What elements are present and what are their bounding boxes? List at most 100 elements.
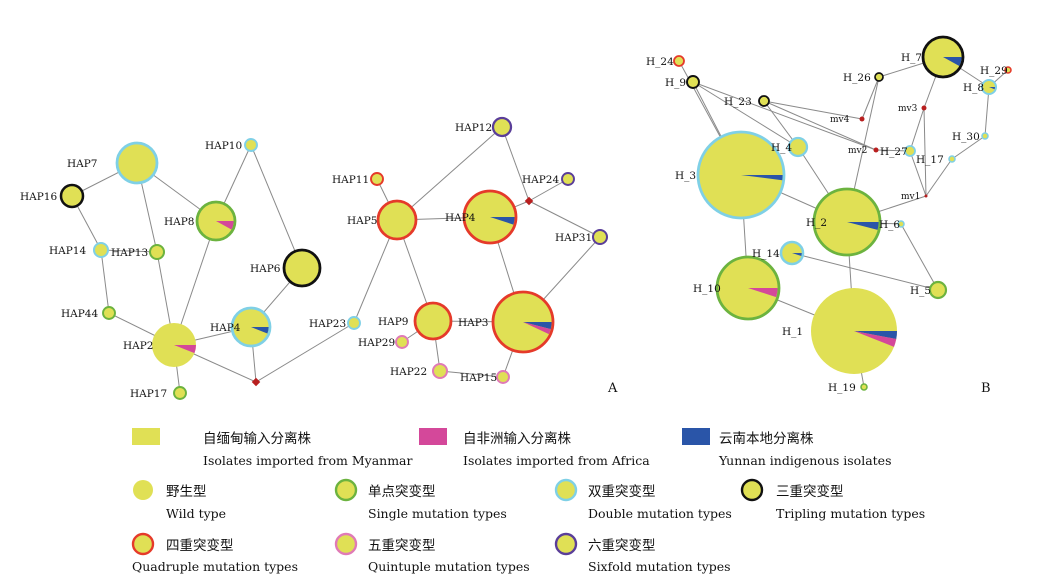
- panel-b-edge-h_23-mv4: [763, 100, 863, 120]
- panelB-node-circle: [1004, 66, 1012, 74]
- panelB-node-circle: [948, 155, 956, 163]
- panel-a-edge-hap5-hap12: [396, 126, 503, 221]
- legend-triple-zh: 三重突变型: [776, 484, 844, 500]
- panelA-node-circle: [561, 172, 575, 186]
- panelA-africa-slice: [216, 221, 234, 230]
- panelA-node-circle: [395, 335, 409, 349]
- panelB-yunnan-slice: [943, 57, 962, 66]
- panel-b-mv-label-mv1: mv1: [901, 192, 920, 202]
- panelB-node-h_10: [715, 255, 781, 321]
- panelA-label-hap3: HAP3: [458, 317, 489, 329]
- panelA-node-circle: [376, 199, 418, 241]
- panelA-label-hap31: HAP31: [555, 232, 592, 244]
- legend-triple-en: Tripling mutation types: [776, 506, 925, 521]
- panelA-node-hap9: [413, 301, 453, 341]
- panelA-node-hap17: [173, 386, 187, 400]
- panelA-africa-slice: [174, 345, 196, 354]
- panelB-label-h_4: H_4: [771, 142, 792, 154]
- panelA-yunnan-slice: [490, 217, 515, 225]
- panelB-label-h_3: H_3: [675, 170, 696, 182]
- panelB-label-h_7: H_7: [901, 52, 922, 64]
- panelA-label-hap6: HAP6: [250, 263, 281, 275]
- panelA-node-hap11: [370, 172, 384, 186]
- panel-b-edge-mv3-mv1: [923, 107, 927, 197]
- legend-mutation: 野生型 Wild type 单点突变型 Single mutation type…: [131, 478, 925, 574]
- panel-a-edge-hap14-hap13: [100, 249, 158, 253]
- panelB-label-h_19: H_19: [828, 382, 856, 394]
- legend-circle-quadruple: [131, 532, 155, 556]
- legend-circle-double: [554, 478, 578, 502]
- panelB-africa-slice: [854, 331, 897, 347]
- panelB-label-h_17: H_17: [916, 154, 944, 166]
- legend-single-zh: 单点突变型: [368, 484, 436, 500]
- panelA-node-hap24: [561, 172, 575, 186]
- panelB-label-h_26: H_26: [843, 72, 871, 84]
- panel-a-edge-hap14-hap44: [100, 249, 110, 314]
- panelA-label-hap8: HAP8: [164, 216, 195, 228]
- panelA-node-circle: [431, 362, 449, 380]
- legend-circle-quintuple: [334, 532, 358, 556]
- panelA-label-hap10: HAP10: [205, 140, 242, 152]
- legend-circle-wild: [133, 480, 153, 500]
- panelB-node-circle: [897, 220, 905, 228]
- legend-myanmar-en: Isolates imported from Myanmar: [203, 453, 413, 468]
- panel-b-mv-label-mv3: mv3: [898, 104, 918, 114]
- panelB-node-h_2: [812, 187, 882, 257]
- panelA-label-hap7: HAP7: [67, 158, 98, 170]
- panel-b-edge-h_9-mv2: [692, 81, 877, 151]
- legend-wild-en: Wild type: [166, 506, 226, 521]
- panelA-node-circle: [496, 370, 510, 384]
- panelA-label-hap13: HAP13: [111, 247, 148, 259]
- panelA-label-hap16: HAP16: [20, 191, 57, 203]
- panelB-node-h_23: [758, 95, 770, 107]
- panelA-label-hap12: HAP12: [455, 122, 492, 134]
- panelB-node-h_8: [980, 78, 998, 96]
- legend-quadruple-zh: 四重突变型: [166, 538, 234, 554]
- legend-sixfold-en: Sixfold mutation types: [588, 559, 731, 574]
- panel-b-median-vector-mv1: [924, 194, 928, 198]
- panelA-label-hap23: HAP23: [309, 318, 346, 330]
- panelA-label-hap11: HAP11: [332, 174, 369, 186]
- panelA-node-hap14: [92, 241, 110, 259]
- legend-circle-triple: [740, 478, 764, 502]
- panelA-node-hap8: [195, 200, 237, 242]
- panel-b-mv-label-mv4: mv4: [830, 115, 850, 125]
- panelB-label-h_9: H_9: [665, 77, 686, 89]
- panel-b-letter: B: [981, 381, 991, 396]
- panel-a-median-vector: [251, 377, 261, 387]
- panelB-label-h_5: H_5: [910, 285, 931, 297]
- panelA-node-circle: [491, 116, 513, 138]
- panelA-node-hap6: [282, 248, 322, 288]
- panelB-node-circle: [758, 95, 770, 107]
- panelB-label-h_6: H_6: [879, 219, 900, 231]
- panelB-node-h_14: [779, 240, 805, 266]
- panelB-node-h_29: [1004, 66, 1012, 74]
- legend-myanmar-zh: 自缅甸输入分离株: [203, 430, 311, 447]
- legend-double-en: Double mutation types: [588, 506, 732, 521]
- panelB-label-h_14: H_14: [752, 248, 780, 260]
- panelA-node-circle: [115, 141, 159, 185]
- panelA-node-hap15: [496, 370, 510, 384]
- panel-a-edge-hap22-hap15: [439, 370, 504, 378]
- panel-b-edge-h_27-mv1: [909, 150, 927, 197]
- legend-swatch-africa: [419, 428, 447, 445]
- panelA-node-hap29: [395, 335, 409, 349]
- panelB-node-circle: [860, 383, 868, 391]
- panel-b-median-vector-mv3: [921, 105, 927, 111]
- panel-b-edge-h_17-mv1: [925, 158, 953, 197]
- panelB-node-circle: [686, 75, 700, 89]
- panelA-node-hap13: [148, 243, 166, 261]
- panelB-label-h_2: H_2: [806, 217, 827, 229]
- panelB-yunnan-slice: [792, 253, 802, 257]
- panelA-node-circle: [591, 228, 609, 246]
- panelB-node-circle: [904, 145, 916, 157]
- panelB-yunnan-slice: [741, 175, 783, 181]
- panelB-label-h_1: H_1: [782, 326, 803, 338]
- legend-circle-single: [334, 478, 358, 502]
- legend-quadruple-en: Quadruple mutation types: [132, 559, 298, 574]
- panelA-node-hap7: [115, 141, 159, 185]
- panel-b-edge-h_8-h_30: [984, 86, 990, 137]
